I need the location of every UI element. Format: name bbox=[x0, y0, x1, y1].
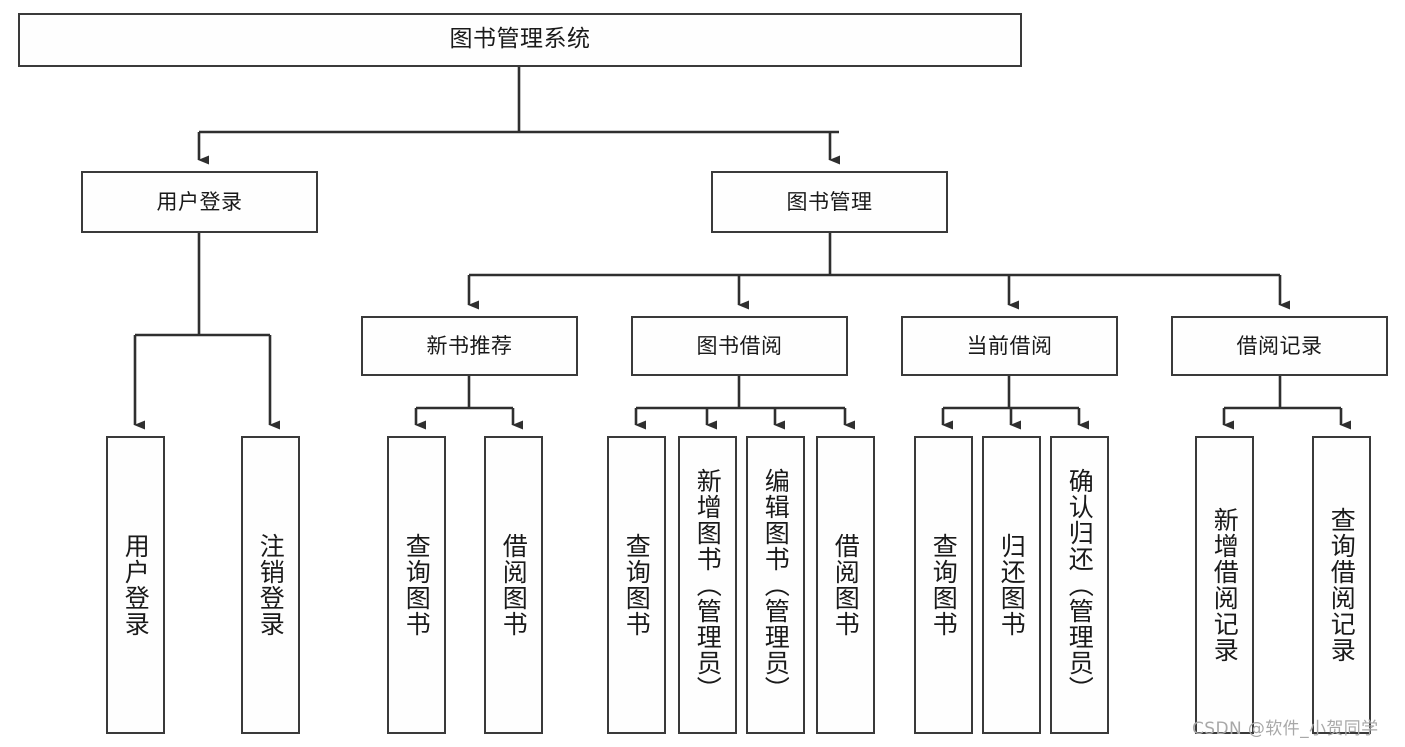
node-leaf-borrow-book-1[interactable]: 借阅图书 bbox=[484, 436, 543, 734]
node-leaf-add-borrow-record[interactable]: 新增借阅记录 bbox=[1195, 436, 1254, 734]
node-leaf-logout-login[interactable]: 注销登录 bbox=[241, 436, 300, 734]
node-current-borrow[interactable]: 当前借阅 bbox=[901, 316, 1118, 376]
node-leaf-query-book-3[interactable]: 查询图书 bbox=[914, 436, 973, 734]
node-root-book-management-system[interactable]: 图书管理系统 bbox=[18, 13, 1022, 67]
node-label: 借阅记录 bbox=[1236, 333, 1323, 358]
node-leaf-borrow-book-2[interactable]: 借阅图书 bbox=[816, 436, 875, 734]
node-label: 图书管理 bbox=[786, 189, 873, 214]
node-leaf-add-book-admin[interactable]: 新增图书（管理员） bbox=[678, 436, 737, 734]
node-leaf-query-book-2[interactable]: 查询图书 bbox=[607, 436, 666, 734]
node-label: 借阅图书 bbox=[499, 533, 529, 637]
node-label: 用户登录 bbox=[121, 533, 151, 637]
csdn-watermark: CSDN @软件_小贺同学 bbox=[1192, 719, 1379, 739]
node-label: 查询图书 bbox=[402, 533, 432, 637]
node-label: 图书管理系统 bbox=[449, 26, 591, 53]
node-leaf-edit-book-admin[interactable]: 编辑图书（管理员） bbox=[746, 436, 805, 734]
node-label: 查询图书 bbox=[622, 533, 652, 637]
node-label: 查询借阅记录 bbox=[1327, 507, 1357, 663]
node-label: 新增借阅记录 bbox=[1210, 507, 1240, 663]
node-borrow-record[interactable]: 借阅记录 bbox=[1171, 316, 1388, 376]
node-new-book-recommend[interactable]: 新书推荐 bbox=[361, 316, 578, 376]
node-label: 查询图书 bbox=[929, 533, 959, 637]
node-label: 图书借阅 bbox=[696, 333, 783, 358]
node-label: 新书推荐 bbox=[426, 333, 513, 358]
node-label: 当前借阅 bbox=[966, 333, 1053, 358]
node-label: 归还图书 bbox=[997, 533, 1027, 637]
node-label: 用户登录 bbox=[156, 189, 243, 214]
node-book-borrow[interactable]: 图书借阅 bbox=[631, 316, 848, 376]
node-label: 编辑图书（管理员） bbox=[761, 468, 791, 702]
node-leaf-user-login[interactable]: 用户登录 bbox=[106, 436, 165, 734]
node-leaf-query-book-1[interactable]: 查询图书 bbox=[387, 436, 446, 734]
node-label: 注销登录 bbox=[256, 533, 286, 637]
node-label: 确认归还（管理员） bbox=[1065, 468, 1095, 702]
node-leaf-return-book[interactable]: 归还图书 bbox=[982, 436, 1041, 734]
node-leaf-query-borrow-record[interactable]: 查询借阅记录 bbox=[1312, 436, 1371, 734]
node-leaf-confirm-return-admin[interactable]: 确认归还（管理员） bbox=[1050, 436, 1109, 734]
node-user-login[interactable]: 用户登录 bbox=[81, 171, 318, 233]
node-label: 新增图书（管理员） bbox=[693, 468, 723, 702]
node-book-manage[interactable]: 图书管理 bbox=[711, 171, 948, 233]
node-label: 借阅图书 bbox=[831, 533, 861, 637]
